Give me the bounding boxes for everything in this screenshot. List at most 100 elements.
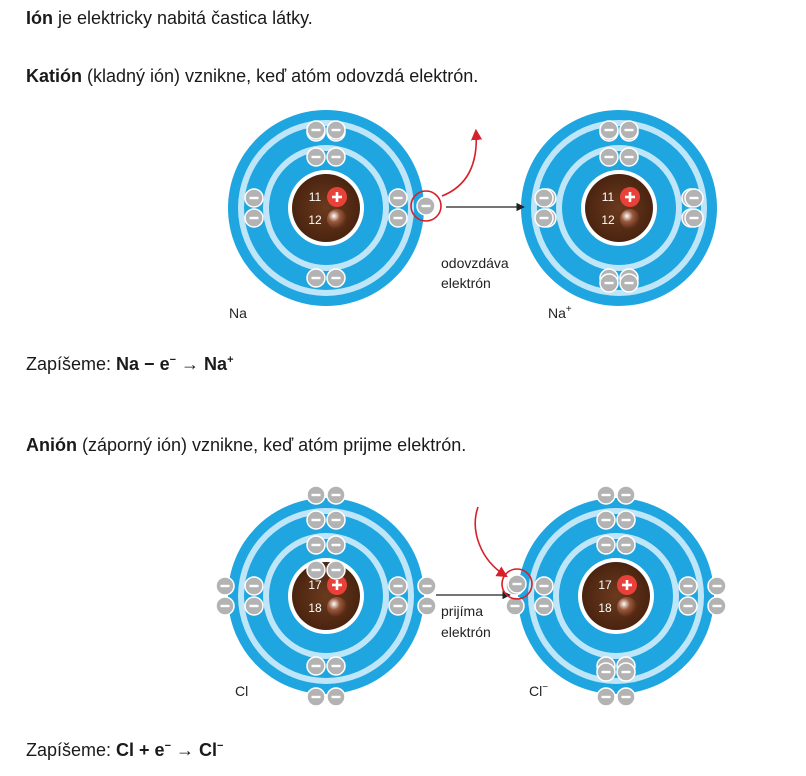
neutron (620, 209, 640, 229)
anion-equation: Zapíšeme: Cl + e− → Cl− (26, 740, 223, 761)
minus-icon (331, 518, 341, 522)
electron (306, 268, 326, 288)
electron (306, 147, 326, 167)
minus-icon (331, 543, 341, 547)
minus-icon (220, 604, 230, 608)
electron (244, 576, 264, 596)
electron (388, 596, 408, 616)
minus-icon (683, 604, 693, 608)
minus-icon (393, 216, 403, 220)
nucleus (582, 562, 650, 630)
intro-term: Ión (26, 8, 53, 28)
electron (616, 510, 636, 530)
anion-heading: Anión (záporný ión) vznikne, keď atóm pr… (26, 435, 466, 456)
electron (417, 596, 437, 616)
minus-icon (604, 128, 614, 132)
minus-icon (311, 128, 321, 132)
minus-icon (311, 155, 321, 159)
electron (326, 268, 346, 288)
anion-eq-b: Cl (199, 740, 218, 760)
electron (306, 560, 326, 580)
electron (388, 188, 408, 208)
electron (596, 510, 616, 530)
electron (388, 576, 408, 596)
electron (599, 273, 619, 293)
electron (326, 687, 346, 707)
minus-icon (311, 568, 321, 572)
electron (306, 656, 326, 676)
cation-eq-a: Na − e (116, 354, 170, 374)
nucleus (585, 174, 653, 242)
cation-arrow-label-1: odovzdáva (441, 255, 509, 271)
proton-count: 17 (308, 578, 322, 592)
electron (534, 188, 554, 208)
neutron (617, 597, 637, 617)
electron (507, 574, 527, 594)
minus-icon (712, 604, 722, 608)
anion-term: Anión (26, 435, 77, 455)
electron (616, 687, 636, 707)
electron (616, 535, 636, 555)
electron (244, 208, 264, 228)
cation-arrow-label-2: elektrón (441, 275, 491, 291)
minus-icon (331, 568, 341, 572)
electron (326, 535, 346, 555)
electron (326, 120, 346, 140)
electron (534, 208, 554, 228)
neutron (327, 209, 347, 229)
electron (619, 273, 639, 293)
anion-right-atom-charge: − (542, 682, 548, 693)
minus-icon (311, 695, 321, 699)
anion-electron-arriving-arrow (474, 506, 508, 578)
electron (678, 596, 698, 616)
minus-icon (422, 604, 432, 608)
neutron (327, 597, 347, 617)
minus-icon (393, 584, 403, 588)
minus-icon (712, 584, 722, 588)
anion-left-atom-label: Cl (235, 683, 248, 699)
minus-icon (601, 543, 611, 547)
electron (534, 576, 554, 596)
cation-heading: Katión (kladný ión) vznikne, keď atóm od… (26, 66, 478, 87)
minus-icon (601, 493, 611, 497)
minus-icon (311, 276, 321, 280)
minus-icon (539, 584, 549, 588)
cation-eq-arrow: → (176, 354, 205, 374)
nucleus (292, 562, 360, 630)
electron (505, 596, 525, 616)
electron (416, 196, 436, 216)
cation-eq-prefix: Zapíšeme: (26, 354, 117, 374)
minus-icon (621, 543, 631, 547)
anion-eq-sup1: − (164, 740, 172, 752)
minus-icon (422, 584, 432, 588)
electron (306, 535, 326, 555)
electron (707, 576, 727, 596)
minus-icon (601, 518, 611, 522)
minus-icon (393, 196, 403, 200)
minus-icon (249, 216, 259, 220)
minus-icon (331, 664, 341, 668)
cation-right-atom-charge: + (566, 304, 572, 315)
minus-icon (539, 604, 549, 608)
cation-equation: Zapíšeme: Na − e− → Na+ (26, 354, 234, 375)
minus-icon (331, 493, 341, 497)
electron (306, 687, 326, 707)
electron (678, 576, 698, 596)
electron (599, 120, 619, 140)
neutron-count: 18 (598, 601, 612, 615)
cation-right-atom-symbol: Na (548, 305, 566, 321)
minus-icon (621, 493, 631, 497)
anion-eq-a: Cl + e (116, 740, 165, 760)
minus-icon (249, 584, 259, 588)
minus-icon (689, 216, 699, 220)
electron (684, 188, 704, 208)
electron (616, 485, 636, 505)
cation-text: (kladný ión) vznikne, keď atóm odovzdá e… (82, 66, 479, 86)
cation-term: Katión (26, 66, 82, 86)
cation-left-atom-label: Na (229, 305, 247, 321)
minus-icon (331, 128, 341, 132)
electron (417, 576, 437, 596)
